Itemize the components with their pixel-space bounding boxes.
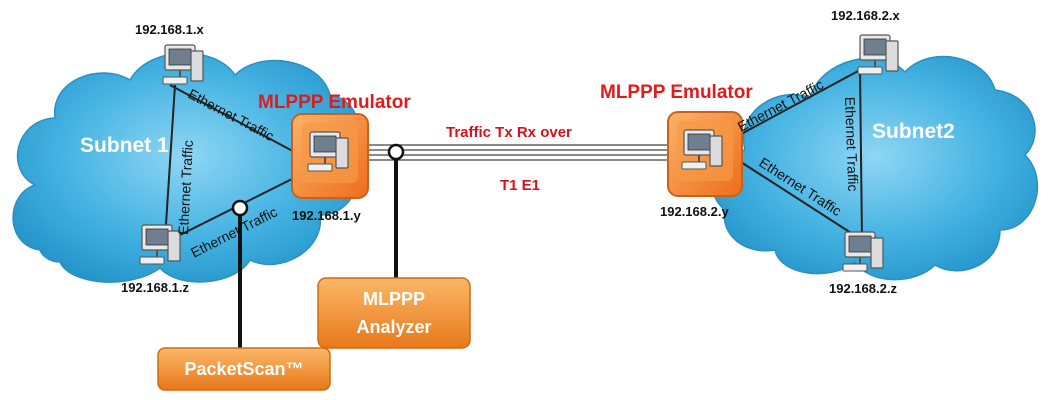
host-left-z-computer-icon[interactable] (139, 224, 181, 265)
right-emulator-title: MLPPP Emulator (600, 82, 753, 103)
packetscan-box[interactable]: PacketScan™ (157, 347, 331, 391)
host-left-x-ip: 192.168.1.x (135, 22, 204, 37)
host-left-z-ip: 192.168.1.z (121, 280, 189, 295)
host-right-x-computer-icon[interactable] (857, 34, 899, 75)
wan-link (368, 144, 673, 161)
analyzer-tap-point (387, 143, 405, 161)
left-emulator-computer-icon (307, 131, 349, 172)
subnet-1-label: Subnet 1 (80, 134, 169, 157)
wan-label-line1: Traffic Tx Rx over (446, 124, 572, 141)
analyzer-label-line2: Analyzer (356, 317, 431, 337)
host-right-x-ip: 192.168.2.x (831, 8, 900, 23)
mlppp-analyzer-box[interactable]: MLPPP Analyzer (317, 277, 471, 349)
right-ethernet-links (729, 69, 863, 241)
left-ethernet-links (159, 84, 301, 246)
subnet-2-cloud (711, 55, 1039, 281)
packetscan-label: PacketScan™ (184, 359, 303, 379)
subnet-2-label: Subnet2 (872, 120, 955, 143)
analyzer-label-line1: MLPPP (363, 289, 425, 309)
eth-label-left-vertical: Ethernet Traffic (175, 140, 196, 235)
right-emulator-computer-icon (681, 129, 723, 170)
host-right-y-ip: 192.168.2.y (660, 204, 729, 219)
subnet-1-cloud (12, 52, 360, 283)
wan-label-line2: T1 E1 (500, 177, 540, 194)
host-left-x-computer-icon[interactable] (162, 44, 204, 85)
eth-label-right-vertical: Ethernet Traffic (842, 97, 861, 192)
right-emulator[interactable] (667, 111, 743, 197)
host-right-z-ip: 192.168.2.z (829, 281, 897, 296)
host-left-y-ip: 192.168.1.y (292, 208, 361, 223)
left-emulator[interactable] (291, 113, 369, 199)
host-right-z-computer-icon[interactable] (842, 231, 884, 272)
packetscan-tap-point (231, 199, 249, 217)
left-emulator-title: MLPPP Emulator (258, 92, 411, 113)
